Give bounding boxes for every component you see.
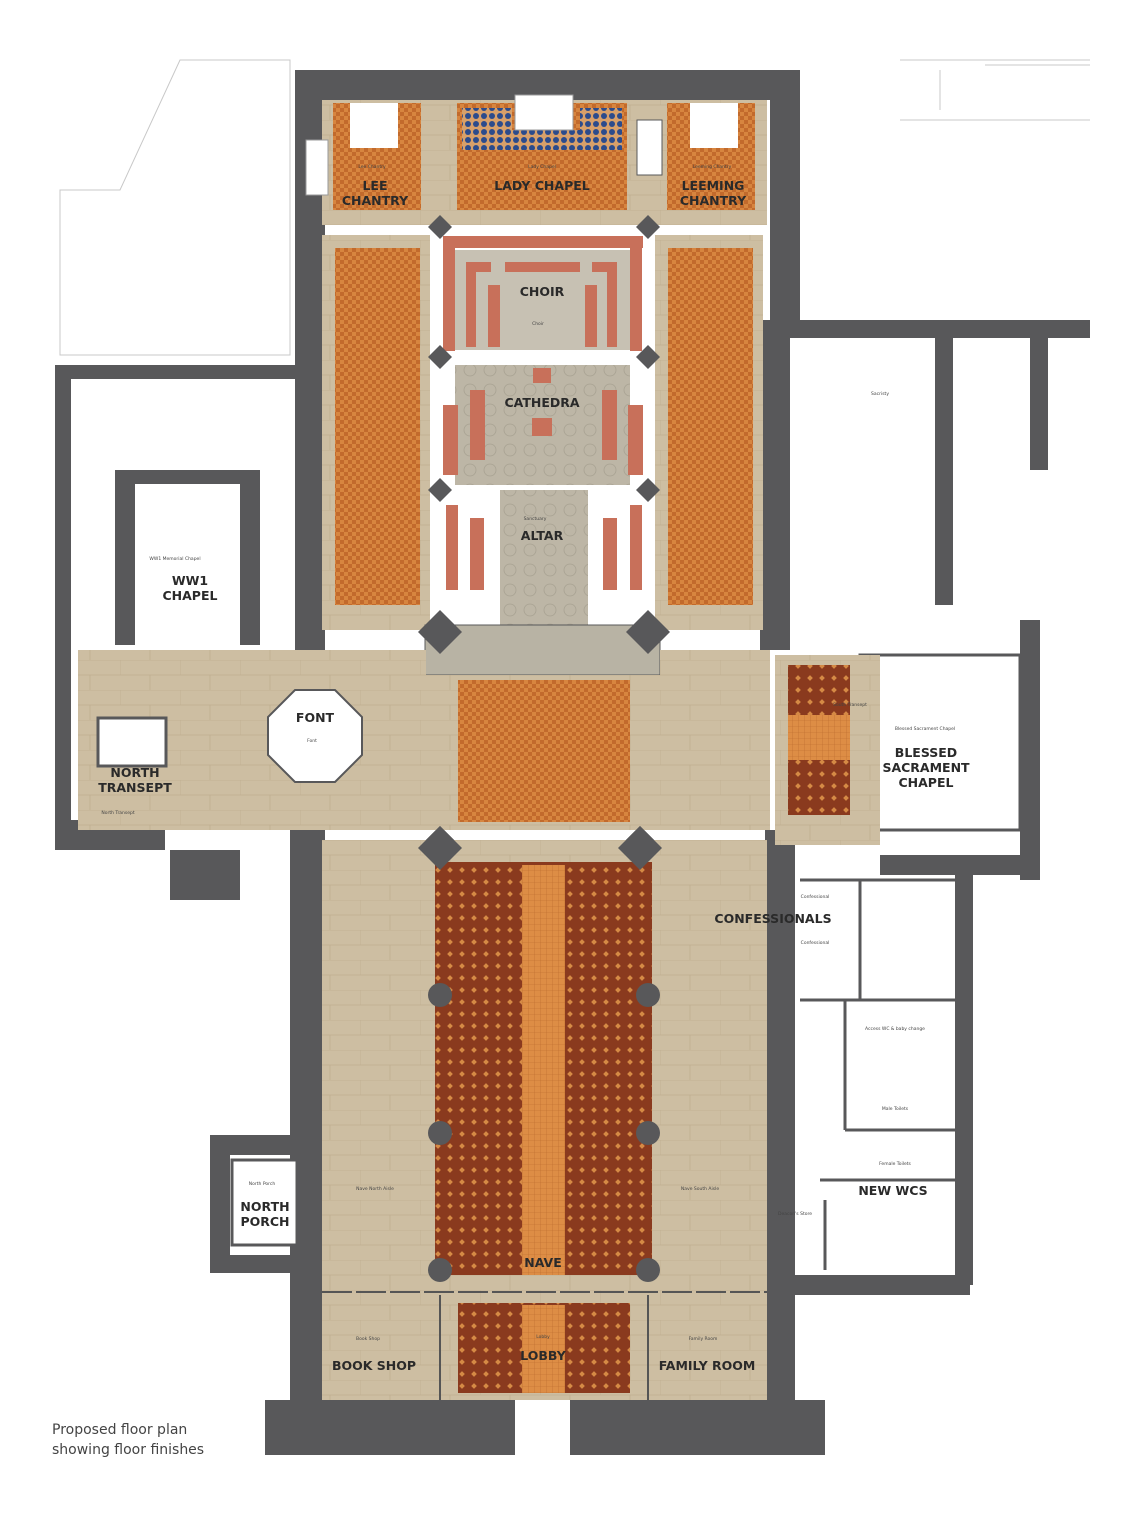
walls (55, 70, 1090, 1455)
choir-small: Choir (532, 321, 544, 327)
deacons-store-small: Deacon's Store (778, 1211, 812, 1217)
plan-caption: Proposed floor plan showing floor finish… (52, 1420, 204, 1460)
book-shop-small: Book Shop (356, 1336, 380, 1342)
ww1-chapel-small: WW1 Memorial Chapel (149, 556, 200, 562)
lobby-label: LOBBY (520, 1348, 567, 1363)
choir-label: CHOIR (520, 284, 565, 299)
sacristy-small: Sacristy (871, 391, 889, 397)
confessional-1-small: Confessional (801, 894, 830, 900)
sanctuary-floor (500, 490, 588, 625)
nave-central-strip (522, 865, 565, 1275)
nave-piers (418, 826, 662, 1282)
lady-chapel-small: Lady Chapel (528, 164, 556, 170)
lobby-small: Lobby (536, 1334, 550, 1340)
crossing-floor (458, 680, 630, 822)
caption-line-2: showing floor finishes (52, 1442, 205, 1458)
confessional-2-small: Confessional (801, 940, 830, 946)
nave-north-aisle-small: Nave North Aisle (356, 1186, 394, 1192)
font-octagon (267, 689, 363, 783)
leeming-chantry-small: Leeming Chantry (693, 164, 732, 170)
nave-south-aisle-small: Nave South Aisle (681, 1186, 719, 1192)
choir-stalls (443, 236, 643, 590)
new-wcs-label: NEW WCS (858, 1183, 927, 1198)
blessed-sacrament-small: Blessed Sacrament Chapel (895, 726, 955, 732)
confessionals-label: CONFESSIONALS (714, 911, 831, 926)
north-choir-aisle-floor (335, 248, 420, 605)
font-label: FONT (296, 710, 335, 725)
altar-label: ALTAR (521, 528, 564, 543)
family-room-small: Family Room (689, 1336, 718, 1342)
lee-chantry-small: Lee Chantry (358, 164, 386, 170)
south-choir-aisle-floor (668, 248, 753, 605)
nave-label: NAVE (524, 1255, 562, 1270)
cathedra-label: CATHEDRA (504, 395, 579, 410)
context-outline (59, 59, 1090, 356)
lady-chapel-label: LADY CHAPEL (494, 178, 590, 193)
font-small: Font (307, 738, 317, 744)
caption-line-1: Proposed floor plan (52, 1422, 188, 1438)
north-porch-small: North Porch (249, 1181, 276, 1187)
sanctuary-small: Sanctuary (524, 516, 547, 522)
male-toilets-small: Male Toilets (882, 1106, 909, 1112)
access-wc-small: Access WC & baby change (865, 1026, 925, 1032)
south-transept-small: South Transept (833, 702, 867, 708)
book-shop-label: BOOK SHOP (332, 1358, 416, 1373)
female-toilets-small: Female Toilets (879, 1161, 911, 1167)
family-room-label: FAMILY ROOM (659, 1358, 756, 1373)
north-transept-small: North Transept (101, 810, 135, 816)
